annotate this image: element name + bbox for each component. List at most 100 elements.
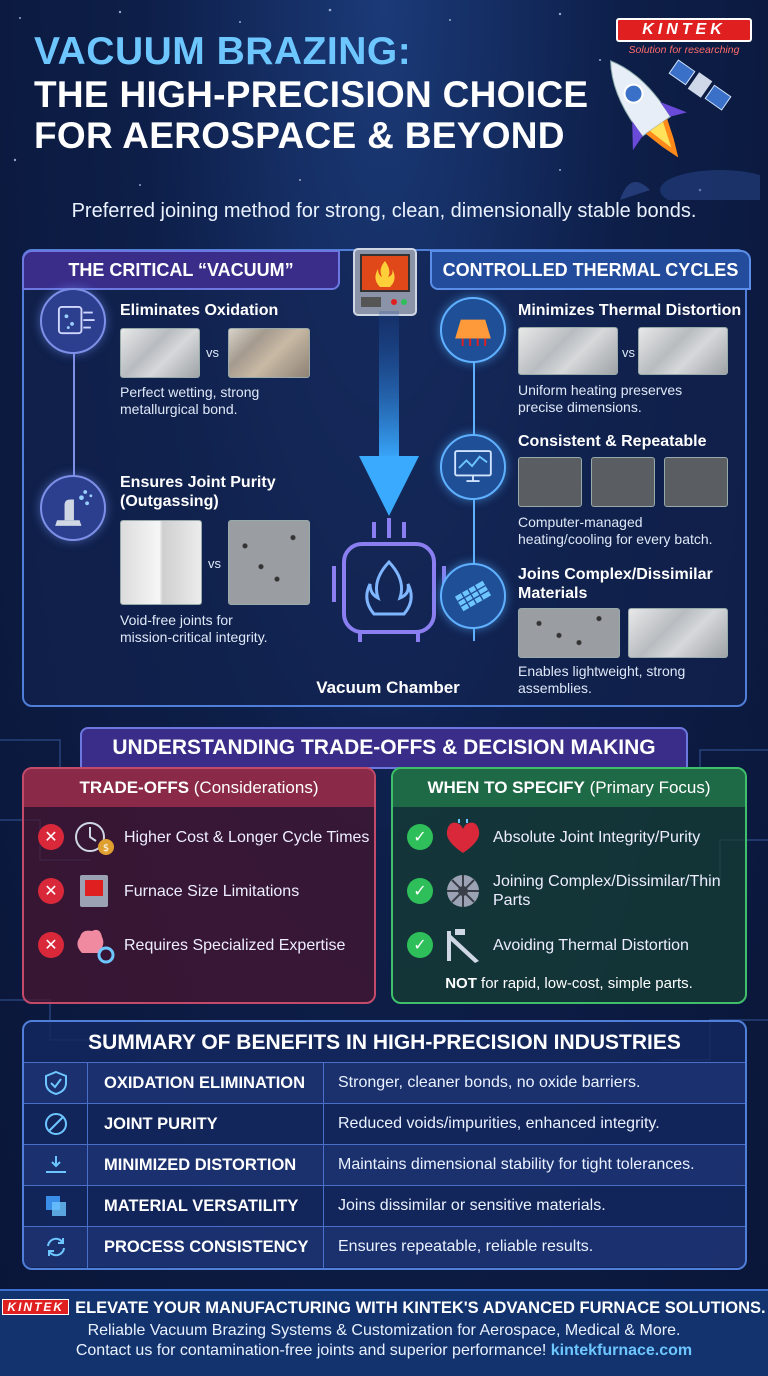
table-row: OXIDATION ELIMINATION Stronger, cleaner … <box>24 1062 745 1104</box>
feature-title: Materials <box>518 585 588 602</box>
vacuum-connector-line <box>73 353 75 483</box>
feature-joins-complex: Joins Complex/Dissimilar Materials <box>518 565 713 603</box>
feature-desc-line: mission-critical integrity. <box>120 629 268 645</box>
vs-label: vs <box>206 345 219 360</box>
down-arrow-icon <box>359 311 419 516</box>
not-note-rest: for rapid, low-cost, simple parts. <box>476 975 693 992</box>
summary-desc: Joins dissimilar or sensitive materials. <box>338 1197 606 1214</box>
footer-contact-text: Contact us for contamination-free joints… <box>75 1342 551 1359</box>
oxidized-joint-image <box>228 328 310 378</box>
specify-item: ✓ Absolute Joint Integrity/Purity <box>407 815 700 859</box>
void-free-joint-image <box>120 520 202 605</box>
summary-name: JOINT PURITY <box>88 1103 324 1145</box>
feature-desc-line: heating/cooling for every batch. <box>518 531 713 547</box>
layers-icon <box>24 1185 88 1227</box>
specify-text-line: Parts <box>493 892 531 909</box>
composite-material-icon <box>440 563 506 629</box>
svg-text:$: $ <box>103 843 109 854</box>
tradeoff-item: ✕ Requires Specialized Expertise <box>38 923 345 967</box>
specify-item: ✓ Avoiding Thermal Distortion <box>407 923 689 967</box>
x-mark-icon: ✕ <box>38 932 64 958</box>
check-mark-icon: ✓ <box>407 878 433 904</box>
shield-check-icon <box>24 1062 88 1104</box>
table-row: JOINT PURITY Reduced voids/impurities, e… <box>24 1103 745 1145</box>
refresh-icon <box>24 1226 88 1268</box>
tradeoffs-section-title: UNDERSTANDING TRADE-OFFS & DECISION MAKI… <box>80 727 688 769</box>
tradeoffs-header-rest: (Considerations) <box>189 778 319 797</box>
specify-header-bold: WHEN TO SPECIFY <box>427 778 585 797</box>
title-line-3: FOR AEROSPACE & BEYOND <box>34 115 565 156</box>
title-line-1: VACUUM BRAZING: <box>34 30 412 73</box>
website-link[interactable]: kintekfurnace.com <box>550 1342 693 1359</box>
benefits-panel: THE CRITICAL “VACUUM” CONTROLLED THERMAL… <box>22 248 751 707</box>
logo-tagline: Solution for researching <box>628 44 740 56</box>
footer: KINTEK ELEVATE YOUR MANUFACTURING WITH KI… <box>0 1289 768 1376</box>
summary-desc: Ensures repeatable, reliable results. <box>338 1238 594 1255</box>
not-for-note: NOT for rapid, low-cost, simple parts. <box>393 975 745 992</box>
tradeoff-item: ✕ $ Higher Cost & Longer Cycle Times <box>38 815 369 859</box>
footer-headline: KINTEK ELEVATE YOUR MANUFACTURING WITH KI… <box>0 1299 768 1318</box>
specify-text-line: Absolute Joint Integrity/Purity <box>493 828 701 846</box>
feature-title: Eliminates Oxidation <box>120 302 279 319</box>
tradeoff-text: Furnace Size Limitations <box>124 882 300 900</box>
clock-money-icon: $ <box>75 822 114 855</box>
feature-desc-line: Perfect wetting, strong <box>120 384 260 400</box>
feature-desc-line: Enables lightweight, strong <box>518 663 686 679</box>
footer-logo[interactable]: KINTEK <box>2 1299 70 1315</box>
feature-desc-purity: Void-free joints for mission-critical in… <box>120 612 268 646</box>
table-row: MINIMIZED DISTORTION Maintains dimension… <box>24 1144 745 1186</box>
when-to-specify-box: WHEN TO SPECIFY (Primary Focus) ✓ Absolu… <box>391 767 747 1004</box>
clean-joint-image <box>120 328 200 378</box>
feature-desc-consistent: Computer-managed heating/cooling for eve… <box>518 514 713 548</box>
summary-name: MATERIAL VERSATILITY <box>88 1185 324 1227</box>
x-mark-icon: ✕ <box>38 878 64 904</box>
feature-title: Ensures Joint Purity <box>120 474 276 491</box>
summary-desc: Stronger, cleaner bonds, no oxide barrie… <box>338 1074 641 1091</box>
vs-label: vs <box>208 556 221 571</box>
joint-purity-icon <box>40 475 106 541</box>
specify-text: Absolute Joint Integrity/Purity <box>493 828 700 847</box>
not-note-bold: NOT <box>445 975 477 992</box>
feature-desc-line: precise dimensions. <box>518 399 642 415</box>
tradeoffs-box: TRADE-OFFS (Considerations) ✕ $ Higher C… <box>22 767 376 1004</box>
warped-plate-image <box>638 327 728 375</box>
no-symbol-icon <box>24 1103 88 1145</box>
vacuum-chamber-icon <box>332 518 446 642</box>
rocket-satellite-icon <box>610 59 760 200</box>
specify-header: WHEN TO SPECIFY (Primary Focus) <box>393 769 745 807</box>
feature-desc-line: assemblies. <box>518 680 592 696</box>
check-mark-icon: ✓ <box>407 824 433 850</box>
feature-desc-line: metallurgical bond. <box>120 401 238 417</box>
feature-desc-complex: Enables lightweight, strong assemblies. <box>518 663 685 697</box>
turbine-icon <box>447 875 479 907</box>
oxidation-icon <box>40 288 106 354</box>
specify-item: ✓ Joining Complex/Dissimilar/Thin Parts <box>407 869 721 913</box>
bracket-part-image <box>591 457 655 507</box>
furnace-small-icon <box>80 875 108 907</box>
tradeoffs-header: TRADE-OFFS (Considerations) <box>24 769 374 807</box>
footer-headline-text: ELEVATE YOUR MANUFACTURING WITH KINTEK'S… <box>75 1299 766 1317</box>
level-icon <box>24 1144 88 1186</box>
summary-title: SUMMARY OF BENEFITS IN HIGH-PRECISION IN… <box>88 1031 681 1054</box>
feature-minimizes-distortion: Minimizes Thermal Distortion <box>518 301 741 320</box>
feature-title: (Outgassing) <box>120 493 219 510</box>
tradeoff-item: ✕ Furnace Size Limitations <box>38 869 299 913</box>
feature-title: Consistent & Repeatable <box>518 433 707 450</box>
feature-title: Joins Complex/Dissimilar <box>518 566 713 583</box>
feature-desc-line: Computer-managed <box>518 514 643 530</box>
bracket-part-image <box>664 457 728 507</box>
footer-line-2: Reliable Vacuum Brazing Systems & Custom… <box>87 1322 681 1339</box>
specify-text: Avoiding Thermal Distortion <box>493 936 689 955</box>
feature-title: Minimizes Thermal Distortion <box>518 302 742 319</box>
logo-badge: KINTEK <box>616 18 752 42</box>
feature-consistent-repeatable: Consistent & Repeatable <box>518 432 706 451</box>
thermal-panel-title: CONTROLLED THERMAL CYCLES <box>430 250 751 290</box>
furnace-icon <box>353 248 417 316</box>
feature-eliminates-oxidation: Eliminates Oxidation <box>120 301 278 320</box>
caliper-icon <box>447 929 479 963</box>
tradeoff-text: Higher Cost & Longer Cycle Times <box>124 828 370 846</box>
summary-name: PROCESS CONSISTENCY <box>88 1226 324 1268</box>
porous-joint-image <box>228 520 310 605</box>
tradeoffs-header-bold: TRADE-OFFS <box>79 778 190 797</box>
kintek-logo[interactable]: KINTEK Solution for researching <box>616 18 752 56</box>
